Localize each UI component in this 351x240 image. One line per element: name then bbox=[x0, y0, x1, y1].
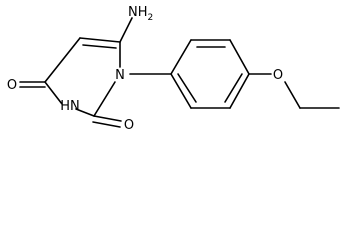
bond-ph-inner-3 bbox=[177, 73, 197, 103]
bond-oether-ch2 bbox=[284, 81, 301, 109]
atom-label-amine: NH2 bbox=[128, 5, 153, 23]
atom-label-o-ether: O bbox=[273, 68, 283, 83]
molecule-diagram: NH2 N HN O O O bbox=[7, 5, 340, 133]
bond-c2-n3 bbox=[75, 108, 95, 117]
bond-n1-c2 bbox=[93, 81, 116, 117]
atom-label-o-c4: O bbox=[7, 78, 17, 93]
bond-ph-6 bbox=[170, 73, 192, 109]
atom-label-o-c2: O bbox=[124, 118, 134, 133]
bond-c6-nh2 bbox=[119, 17, 133, 43]
bond-c2-o-b bbox=[92, 121, 121, 128]
bond-c5-c6-a bbox=[79, 37, 121, 43]
atom-label-nh: HN bbox=[60, 99, 80, 114]
bond-c5-c6-b bbox=[82, 44, 117, 49]
atom-label-n1: N bbox=[115, 68, 125, 83]
bond-c4-c5 bbox=[44, 37, 81, 83]
bond-ph-1 bbox=[170, 39, 192, 75]
bond-ph-inner-2 bbox=[224, 73, 243, 103]
bond-c2-o-a bbox=[93, 115, 122, 122]
bond-n3-c4 bbox=[44, 81, 63, 105]
bond-ph-4 bbox=[229, 73, 250, 109]
structure-svg: NH2 N HN O O O bbox=[7, 5, 340, 133]
bond-ph-3 bbox=[229, 39, 250, 75]
